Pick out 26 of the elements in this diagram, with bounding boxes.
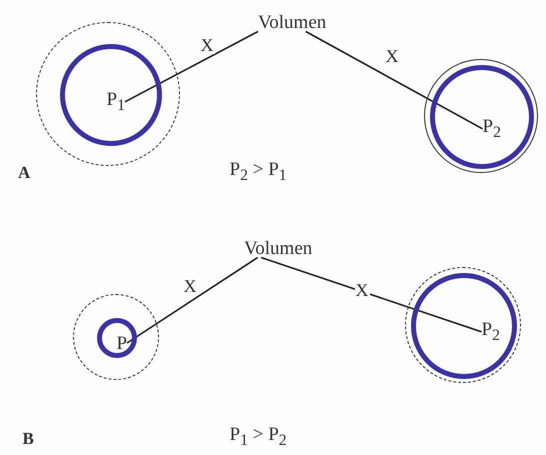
edge-label: X — [384, 47, 400, 65]
pressure-label: P$_{1}$ — [106, 90, 125, 114]
panel-letter: A — [18, 164, 30, 180]
panel-letter: B — [22, 430, 34, 446]
pressure-relation: P$_{1}$ > P$_{2}$ — [230, 425, 287, 449]
bubble-circle — [411, 273, 517, 379]
connector-line — [260, 256, 482, 333]
dashed-outer-circle — [73, 294, 159, 380]
volume-label: Volumen — [244, 238, 312, 258]
pressure-label: P — [116, 334, 128, 352]
dashed-outer-circle — [405, 267, 521, 383]
pressure-label: P$_{2}$ — [482, 117, 501, 141]
pressure-label: P$_{2}$ — [482, 320, 500, 344]
outer-ring-circle — [424, 59, 538, 173]
edge-label: X — [182, 277, 198, 295]
volume-label: Volumen — [258, 12, 326, 32]
connector-line — [124, 30, 258, 103]
connector-line — [126, 256, 258, 344]
bubble-circle — [430, 65, 534, 169]
edge-label: X — [354, 281, 370, 299]
connector-line — [305, 30, 483, 130]
bubble-circle — [60, 44, 162, 146]
edge-label: X — [200, 36, 214, 54]
pressure-relation: P$_{2}$ > P$_{1}$ — [230, 160, 287, 184]
bubble-circle — [97, 318, 137, 358]
dashed-outer-circle — [36, 22, 180, 166]
